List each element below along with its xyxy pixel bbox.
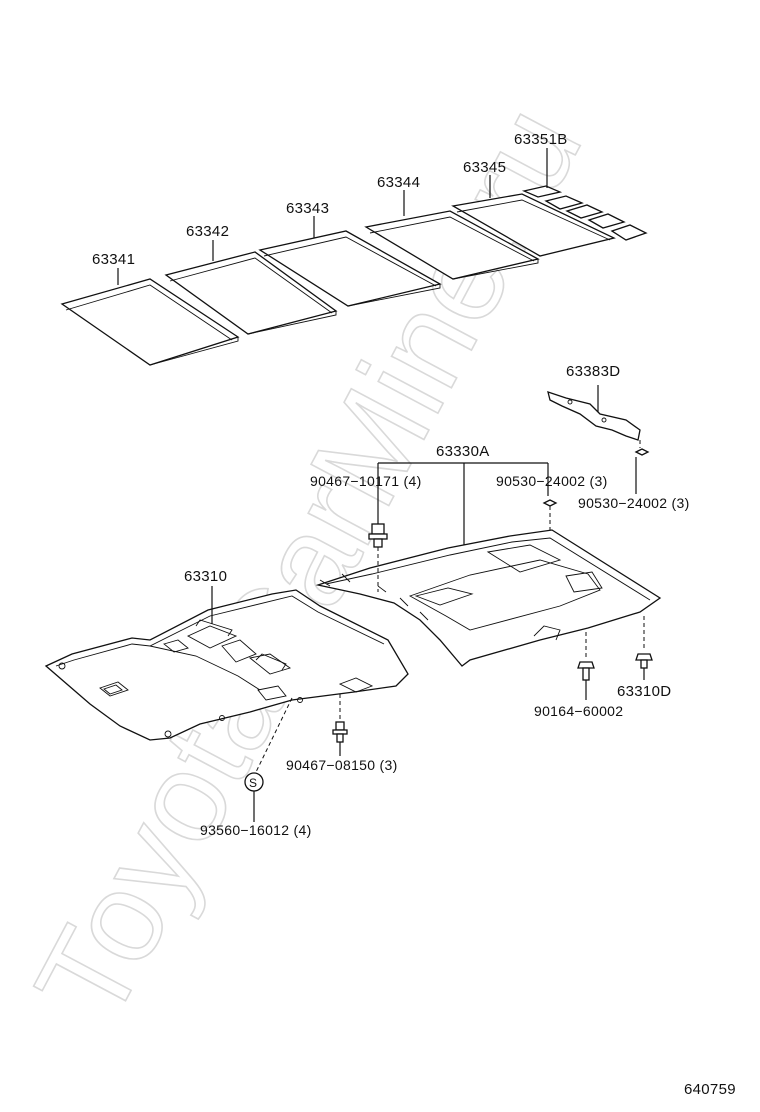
bracket-63383D bbox=[547, 385, 650, 494]
pads-63351B bbox=[521, 185, 648, 241]
pad-63341 bbox=[60, 278, 240, 366]
label-90467-10171: 90467−10171 (4) bbox=[310, 473, 422, 489]
pad-63344 bbox=[364, 210, 540, 280]
label-90467-08150: 90467−08150 (3) bbox=[286, 757, 398, 773]
label-63351B: 63351B bbox=[514, 131, 568, 148]
pad-63342 bbox=[164, 251, 338, 335]
fastener-90530-24002 bbox=[542, 499, 558, 507]
label-63342: 63342 bbox=[186, 223, 229, 240]
label-90164-60002: 90164−60002 bbox=[534, 703, 623, 719]
label-63330A: 63330A bbox=[436, 443, 490, 460]
clip-90467-10171 bbox=[368, 523, 388, 548]
label-63341: 63341 bbox=[92, 251, 135, 268]
headliner-63330A bbox=[315, 462, 662, 667]
label-90530-24002-b: 90530−24002 (3) bbox=[578, 495, 690, 511]
pad-63345 bbox=[451, 193, 616, 257]
label-63345: 63345 bbox=[463, 159, 506, 176]
label-63383D: 63383D bbox=[566, 363, 620, 380]
leaders-upper bbox=[117, 148, 548, 285]
screw-93560-16012: S bbox=[244, 697, 293, 822]
headliner-63310 bbox=[44, 586, 409, 741]
label-93560-16012: 93560−16012 (4) bbox=[200, 822, 312, 838]
bolt-90164-60002 bbox=[577, 632, 595, 700]
label-63310D: 63310D bbox=[617, 683, 671, 700]
label-63343: 63343 bbox=[286, 200, 329, 217]
clip-90467-08150 bbox=[332, 694, 348, 756]
label-63344: 63344 bbox=[377, 174, 420, 191]
clip-63310D bbox=[635, 616, 653, 680]
label-90530-24002-a: 90530−24002 (3) bbox=[496, 473, 608, 489]
s-marker-label: S bbox=[249, 776, 257, 790]
label-63310: 63310 bbox=[184, 568, 227, 585]
pad-63343 bbox=[258, 230, 442, 307]
diagram-id: 640759 bbox=[684, 1081, 736, 1098]
